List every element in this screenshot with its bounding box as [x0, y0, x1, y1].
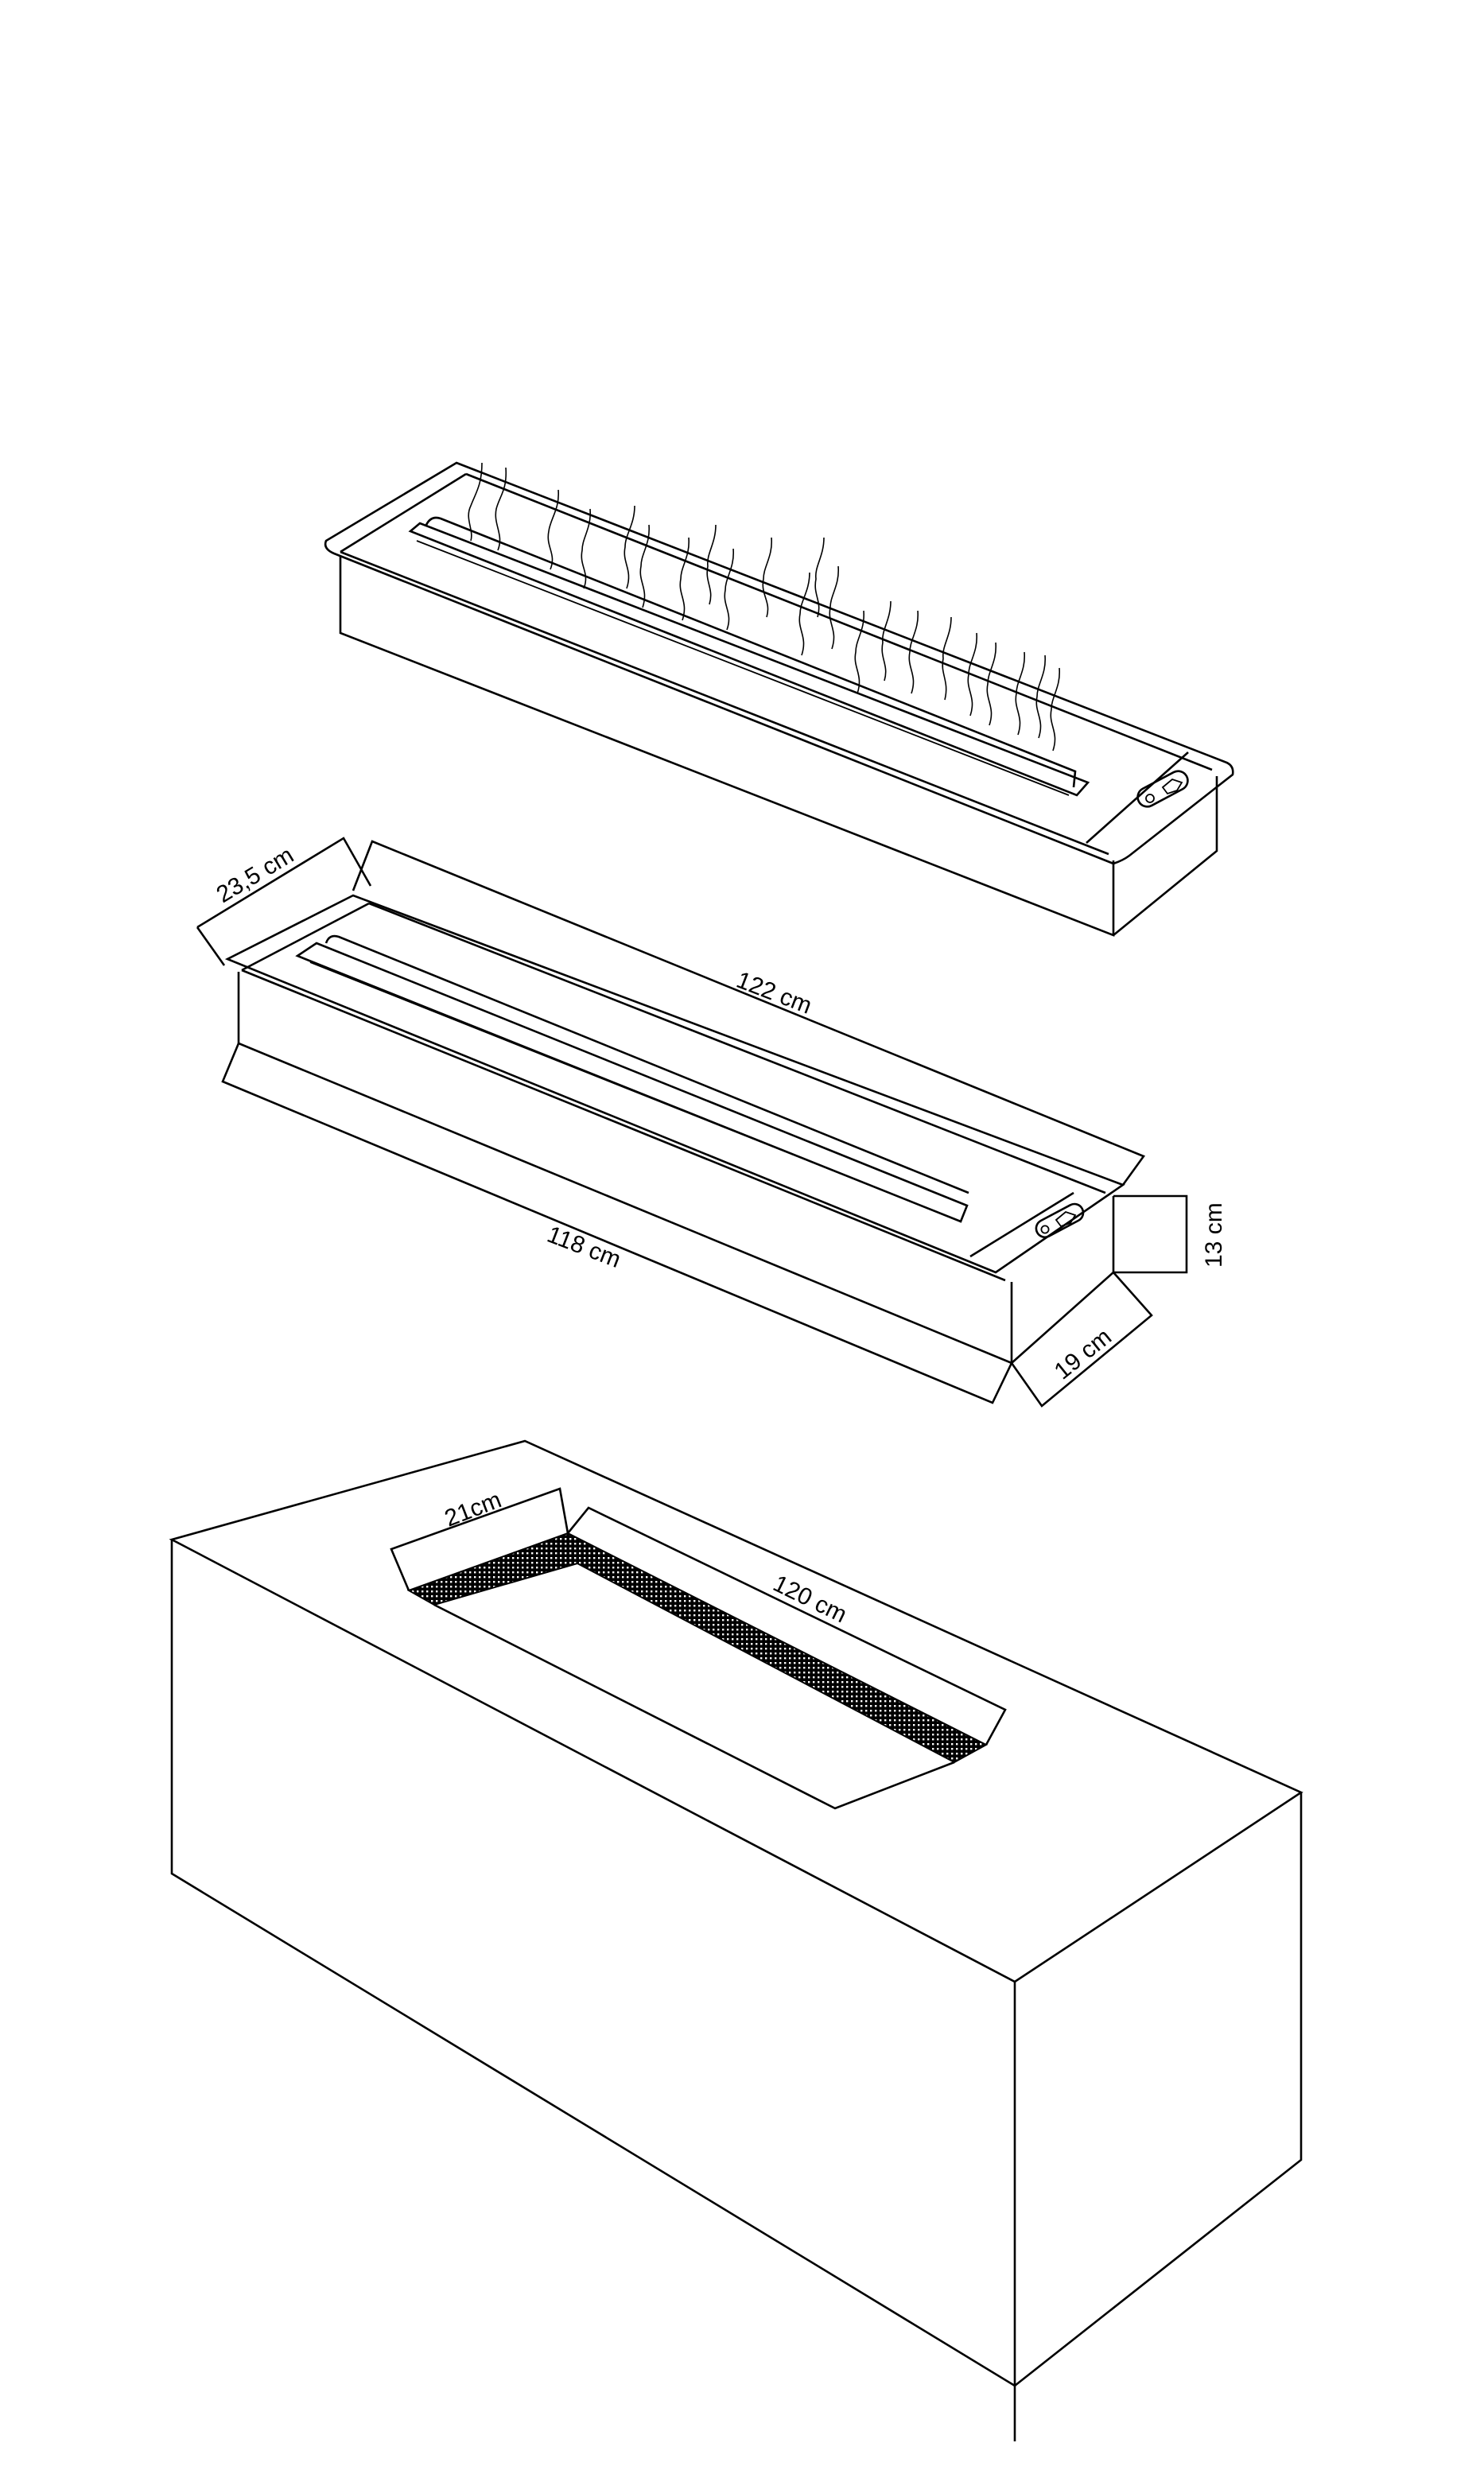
svg-text:13 cm: 13 cm — [1201, 1202, 1227, 1268]
dimension-body-length: 118 cm — [221, 1043, 1013, 1404]
svg-text:120 cm: 120 cm — [769, 1571, 851, 1629]
svg-text:19 cm: 19 cm — [1050, 1323, 1117, 1385]
flame-icons — [468, 462, 1060, 751]
cutout-block-view: 21cm 120 cm — [169, 1439, 1303, 2441]
svg-text:21cm: 21cm — [441, 1486, 505, 1532]
dimension-cutout-length: 120 cm — [566, 1506, 1007, 1746]
svg-text:23,5 cm: 23,5 cm — [212, 842, 298, 908]
dimension-top-width: 23,5 cm — [196, 837, 372, 966]
svg-text:122 cm: 122 cm — [732, 967, 815, 1019]
dimension-body-width: 19 cm — [1010, 1272, 1153, 1408]
burner-with-flames-view — [324, 461, 1234, 937]
dimension-top-length: 122 cm — [352, 840, 1146, 1186]
dimension-height: 13 cm — [1113, 1194, 1227, 1274]
svg-text:118 cm: 118 cm — [543, 1221, 624, 1273]
burner-dimensioned-view: 23,5 cm 122 cm 118 cm 13 cm 19 cm — [196, 837, 1227, 1408]
control-knob-icon — [1136, 770, 1189, 808]
control-knob-icon — [1035, 1202, 1085, 1239]
